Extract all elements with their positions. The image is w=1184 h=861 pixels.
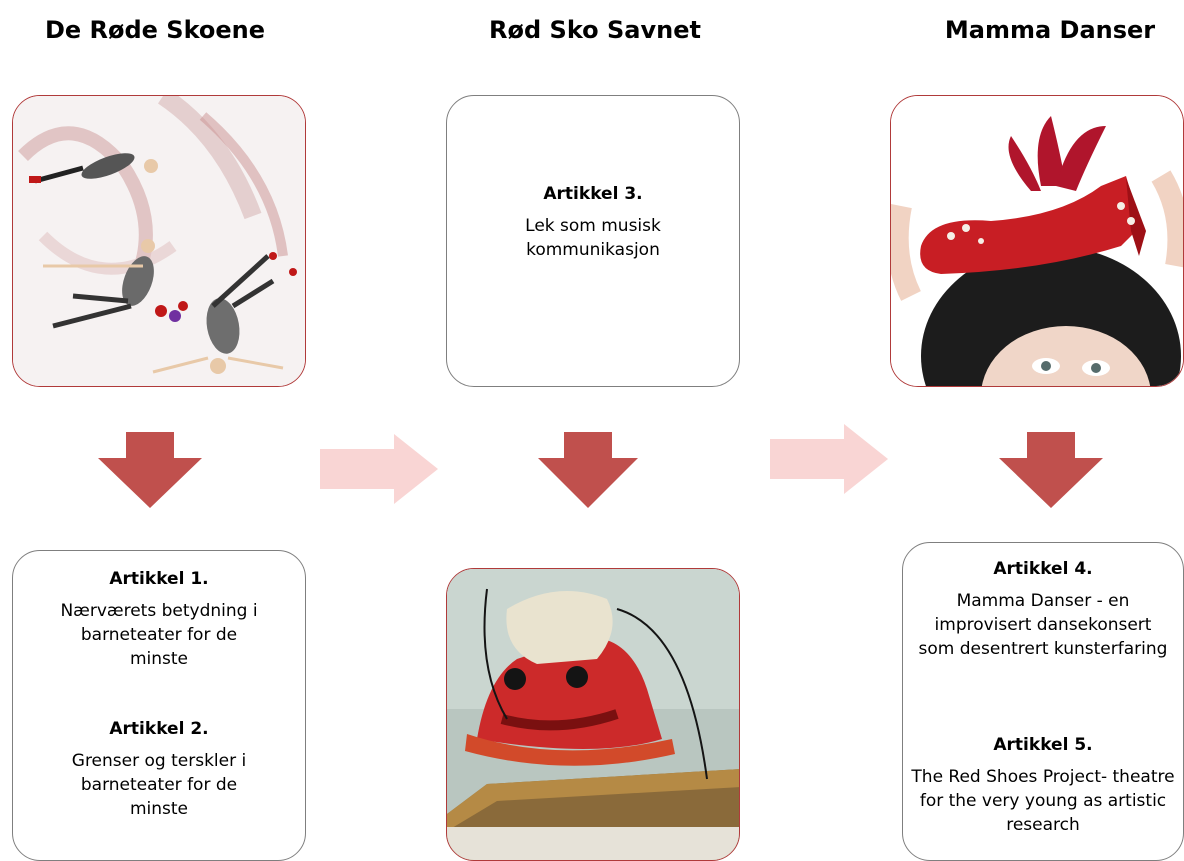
photo-red-shoe-on-head [890,95,1184,387]
card-heading: Artikkel 4. [993,559,1093,579]
card-artikkel-1-2: Artikkel 1. Nærværets betydning i barnet… [12,550,306,861]
photo-shoe-with-eyes [446,568,740,861]
down-arrow-1 [98,432,202,508]
column-title-rod-sko-savnet: Rød Sko Savnet [489,16,701,44]
down-arrow-3 [999,432,1103,508]
down-arrow-2 [538,432,638,508]
card-body: Grenser og terskler i barneteater for de… [71,751,247,819]
right-arrow-2 [770,424,888,494]
card-heading: Artikkel 1. [109,569,209,589]
card-artikkel-3: Artikkel 3. Lek som musisk kommunikasjon [446,95,740,387]
card-artikkel-4-5: Artikkel 4. Mamma Danser - en improviser… [902,542,1184,861]
card-heading: Artikkel 5. [993,735,1093,755]
card-heading: Artikkel 3. [543,184,643,204]
photo-dancers [12,95,306,387]
column-title-mamma-danser: Mamma Danser [944,16,1156,44]
card-body: Nærværets betydning i barneteater for de… [60,601,258,669]
card-heading: Artikkel 2. [109,719,209,739]
card-body: The Red Shoes Project- theatre for the v… [911,767,1175,835]
card-body: Mamma Danser - en improvisert dansekonse… [918,591,1168,659]
card-body: Lek som musisk kommunikasjon [525,216,661,260]
right-arrow-1 [320,434,438,504]
column-title-de-rode-skoene: De Røde Skoene [44,16,266,44]
